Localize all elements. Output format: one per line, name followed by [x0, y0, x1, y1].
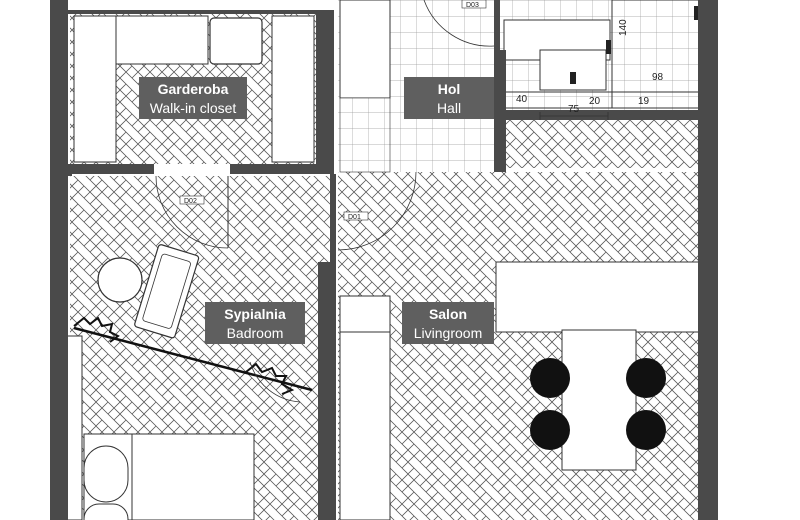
label-hall-subtitle: Hall: [437, 100, 461, 116]
door-d02-swing: [155, 175, 229, 249]
dining-chair-1: [530, 358, 570, 398]
closet-seat: [209, 17, 263, 65]
label-hall: Hol Hall: [404, 77, 494, 119]
label-living: Salon Livingroom: [402, 302, 494, 344]
corridor-cabinet: [339, 295, 391, 333]
walls: [50, 0, 718, 520]
bedroom-plant: [73, 316, 313, 395]
closet-shelf-right: [271, 15, 315, 163]
bedroom-door-swing: [249, 361, 301, 403]
label-bedroom-title: Sypialnia: [224, 306, 286, 322]
kitchen-island: [495, 261, 700, 333]
label-living-subtitle: Livingroom: [414, 325, 482, 341]
dining-chair-4: [626, 410, 666, 450]
door-tag-d01: D01: [348, 214, 361, 221]
door-tag-d02: D02: [184, 198, 197, 205]
dim-140: 140: [618, 19, 629, 36]
door-d01-swing: [337, 171, 417, 251]
closet-shelf-left: [73, 15, 117, 163]
armchair: [134, 244, 200, 339]
hall-wardrobe-lower: [339, 97, 391, 173]
label-bedroom: Sypialnia Badroom: [205, 302, 305, 344]
closet-shelf-top: [115, 15, 209, 65]
door-d03-swing: [423, 0, 495, 47]
label-bedroom-subtitle: Badroom: [227, 325, 284, 341]
dim-20: 20: [589, 96, 601, 107]
label-closet-title: Garderoba: [158, 81, 229, 97]
door-tag-d03: D03: [466, 2, 479, 9]
dining-chair-2: [530, 410, 570, 450]
dining-table: [561, 329, 637, 471]
living-floor: [338, 172, 700, 520]
label-closet: Garderoba Walk-in closet: [139, 77, 247, 119]
corridor-cabinet-2: [339, 331, 391, 520]
dim-19: 19: [638, 96, 650, 107]
armchair-ottoman: [97, 257, 143, 303]
dim-98: 98: [652, 72, 664, 83]
corridor-floor: [506, 120, 698, 168]
label-hall-title: Hol: [438, 81, 461, 97]
label-closet-subtitle: Walk-in closet: [150, 100, 237, 116]
dim-40: 40: [516, 94, 528, 105]
dining-chair-3: [626, 358, 666, 398]
label-living-title: Salon: [429, 306, 467, 322]
pillow-top: [83, 445, 129, 503]
dim-75: 75: [568, 104, 580, 115]
pillow-bottom: [83, 503, 129, 520]
hall-wardrobe: [339, 0, 391, 99]
